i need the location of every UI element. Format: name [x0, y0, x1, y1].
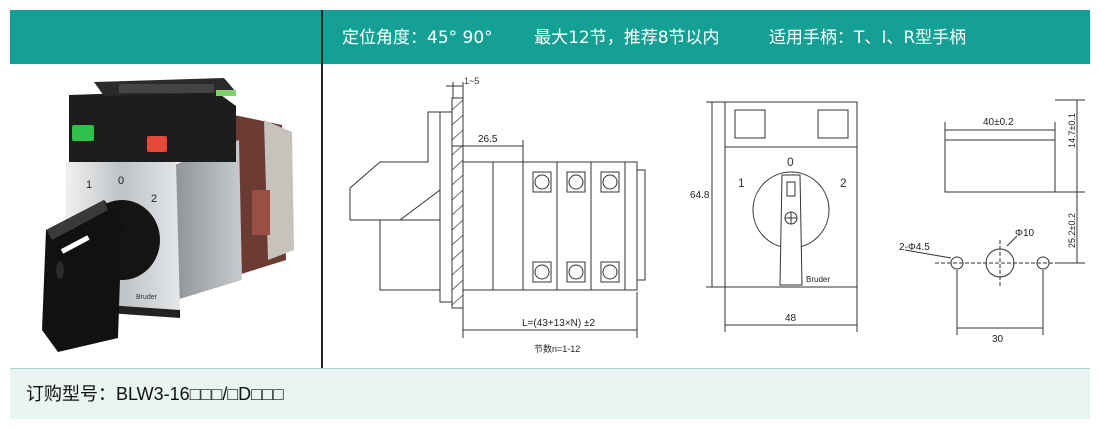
position-label: 2	[840, 176, 847, 190]
order-code: BLW3-16□□□/□D□□□	[116, 384, 284, 404]
vertical-divider	[321, 10, 323, 368]
bolt-end	[636, 169, 646, 281]
footer-band	[10, 368, 1090, 419]
handle-hole	[56, 261, 64, 279]
front-plate-profile	[439, 111, 453, 303]
body-section	[492, 161, 524, 291]
red-lamp-icon	[147, 136, 167, 152]
dim-gap-label: 1~5	[464, 76, 479, 86]
handle-edge	[46, 200, 108, 240]
leader-line	[1006, 235, 1018, 247]
order-line: 订购型号：BLW3-16□□□/□D□□□	[26, 380, 284, 408]
dim-sections-label: 节数n=1-12	[534, 343, 580, 354]
spec-handle: 适用手柄：T、I、R型手柄	[768, 28, 967, 48]
side-holes-label: 2-Φ4.5	[899, 242, 930, 253]
panel-hatch	[451, 99, 464, 306]
front-view-drawing: 64.8 48 1 0 2 Bruder	[690, 101, 858, 332]
leader-line	[904, 249, 952, 259]
handle-indicator	[60, 235, 90, 254]
terminal-block	[252, 190, 270, 235]
dim-width-label: 48	[785, 313, 797, 324]
dim-offset-label: 25.2±0.2	[1067, 213, 1077, 248]
dim-top-label: 14.7±0.1	[1067, 113, 1077, 148]
center-hole-label: Φ10	[1015, 228, 1035, 239]
bracket	[462, 161, 494, 291]
brand-label: Bruder	[136, 294, 158, 301]
position-label: 0	[787, 155, 794, 169]
product-photo: 1 0 2 Bruder	[42, 78, 294, 352]
lamp-housing	[69, 90, 236, 162]
brand-label: Bruder	[806, 275, 830, 284]
rear-section	[264, 120, 294, 260]
dim-length-label: L=(43+13×N) ±2	[522, 318, 595, 329]
handle-mark	[786, 181, 796, 197]
side-view-drawing: 1~5 26.5 L=(43+13×N) ±2 节数n=1-12	[349, 76, 646, 354]
vent-slots	[119, 84, 214, 93]
dim-depth-label: 26.5	[478, 134, 498, 145]
spec-angle: 定位角度：45° 90°	[342, 28, 493, 48]
mounting-panel	[451, 97, 464, 309]
knob-profile	[379, 219, 441, 291]
cutout-rectangle	[944, 139, 1056, 193]
dim-height-label: 64.8	[690, 190, 710, 201]
lamp-window	[817, 109, 849, 139]
position-label: 2	[151, 193, 157, 205]
spec-line: 定位角度：45° 90° 最大12节，推荐8节以内 适用手柄：T、I、R型手柄	[342, 26, 966, 50]
spec-sections: 最大12节，推荐8节以内	[534, 28, 720, 48]
header-band	[10, 10, 1090, 64]
hole-spacing-label: 30	[992, 334, 1004, 345]
dim-width-label: 40±0.2	[983, 117, 1014, 128]
side-housing	[174, 140, 242, 300]
terminal-screws	[532, 171, 620, 283]
end-cap	[624, 161, 638, 291]
green-strip	[216, 90, 236, 96]
panel-cutout-drawing: 40±0.2 14.7±0.1 25.2±0.2 Φ10 2-Φ4.5 30	[899, 99, 1085, 345]
position-label: 1	[738, 176, 745, 190]
switch-handle	[42, 200, 122, 352]
order-label: 订购型号：	[26, 384, 116, 405]
position-label: 1	[86, 179, 92, 191]
handle-outline	[779, 174, 803, 286]
handle-profile	[349, 111, 441, 221]
position-label: 0	[118, 175, 124, 187]
lamp-window	[734, 109, 766, 139]
green-lamp-icon	[72, 125, 94, 141]
